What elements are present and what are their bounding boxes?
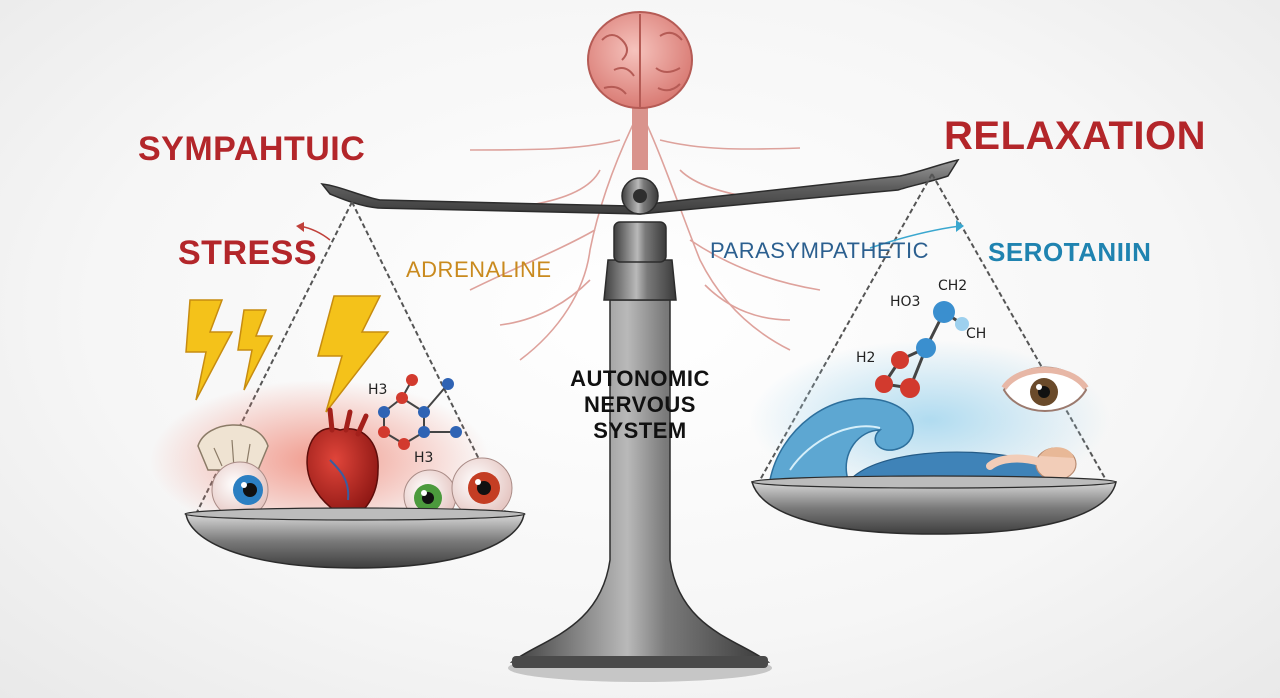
scale-beam bbox=[320, 158, 960, 215]
heart-icon bbox=[306, 407, 379, 519]
calm-arrow bbox=[869, 225, 961, 249]
calm-arrow-head bbox=[956, 220, 964, 232]
molecule-label-ho3: HO3 bbox=[890, 294, 920, 310]
relaxation-label: RELAXATION bbox=[944, 114, 1207, 158]
molecule-label-h3-bottom: H3 bbox=[414, 450, 433, 466]
wave-icon bbox=[769, 397, 914, 481]
molecule-icon-right: HO3 CH2 CH H2 bbox=[856, 278, 986, 398]
lightning-icon bbox=[185, 295, 390, 413]
molecule-label-h3-top: H3 bbox=[368, 382, 387, 398]
serotonin-label: SEROTANIIN bbox=[988, 237, 1152, 267]
molecule-label-ch2: CH2 bbox=[938, 278, 967, 294]
molecule-label-ch: CH bbox=[966, 326, 986, 342]
eye-icon-red bbox=[451, 457, 513, 519]
eye-icon-right bbox=[1001, 366, 1089, 412]
autonomic-nervous-system-label: AUTONOMIC NERVOUS SYSTEM bbox=[570, 366, 710, 443]
shell-icon bbox=[197, 424, 269, 471]
stress-label: STRESS bbox=[178, 234, 318, 272]
eye-icon-left bbox=[211, 461, 269, 519]
left-pan bbox=[184, 507, 526, 569]
right-pan bbox=[751, 475, 1117, 535]
sympathetic-label: SYMPAHTUIC bbox=[138, 130, 366, 168]
stress-arrow-head bbox=[296, 222, 304, 232]
brain-icon bbox=[587, 11, 693, 170]
scale-stand bbox=[508, 221, 772, 682]
molecule-label-h2: H2 bbox=[856, 350, 875, 366]
adrenaline-label: ADRENALINE bbox=[406, 257, 552, 282]
parasympathetic-label: PARASYMPATHETIC bbox=[710, 238, 929, 263]
molecule-icon-left: H3 H3 bbox=[368, 374, 462, 466]
